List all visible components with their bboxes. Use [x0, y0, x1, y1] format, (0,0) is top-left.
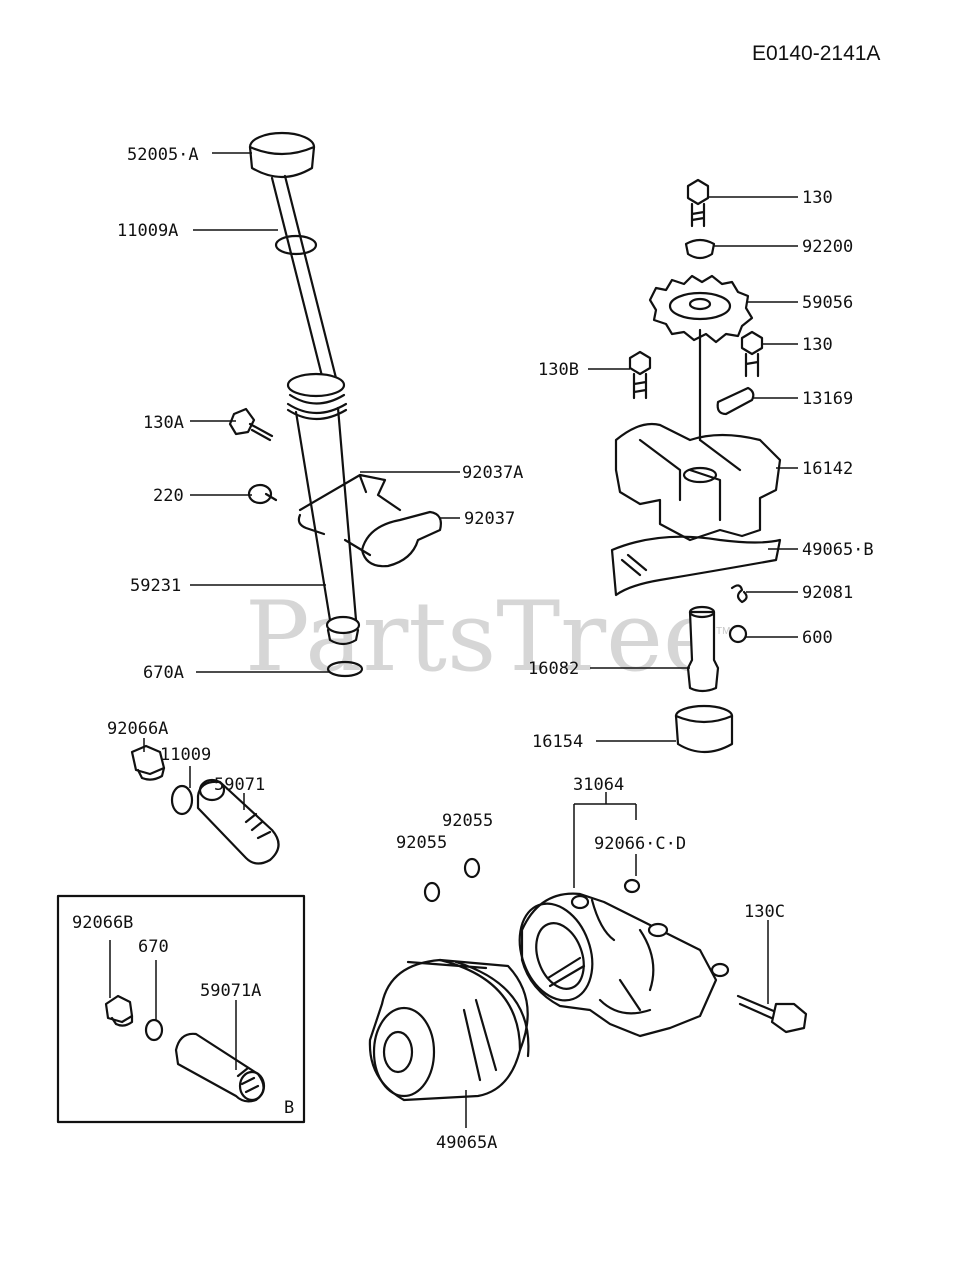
label-92037a: 92037A [462, 463, 523, 483]
label-130c: 130C [744, 902, 785, 922]
orings-92055 [423, 857, 481, 903]
label-220: 220 [153, 486, 184, 506]
inset-box-b [56, 894, 306, 1124]
label-92066b: 92066B [72, 913, 133, 933]
watermark: PartsTree [245, 581, 720, 693]
label-92081: 92081 [802, 583, 853, 603]
label-13169: 13169 [802, 389, 853, 409]
bolt-130A [228, 407, 274, 442]
label-670: 670 [138, 937, 169, 957]
inset-tag-b: B [284, 1098, 294, 1118]
label-92200: 92200 [802, 237, 853, 257]
part-labels: 52005·A 11009A 130A 92037A 220 92037 592… [72, 145, 874, 1153]
label-130b: 130B [538, 360, 579, 380]
label-130-mid: 130 [802, 335, 833, 355]
bolt-220 [247, 483, 278, 505]
label-16142: 16142 [802, 459, 853, 479]
label-600: 600 [802, 628, 833, 648]
label-52005-a: 52005·A [127, 145, 199, 165]
governor-assembly [610, 178, 782, 754]
label-92055-left: 92055 [396, 833, 447, 853]
diagram-code: E0140-2141A [752, 42, 880, 65]
label-59056: 59056 [802, 293, 853, 313]
watermark-tm: TM [716, 626, 730, 637]
leaders-left [190, 152, 460, 673]
leaders-plug [143, 738, 245, 810]
label-59231: 59231 [130, 576, 181, 596]
label-130a: 130A [143, 413, 184, 433]
plug-assembly [130, 744, 280, 865]
label-11009: 11009 [160, 745, 211, 765]
dipstick-assembly [228, 131, 442, 678]
leaders-right [588, 196, 798, 742]
label-670a: 670A [143, 663, 184, 683]
label-92055-right: 92055 [442, 811, 493, 831]
label-59071: 59071 [214, 775, 265, 795]
label-16154: 16154 [532, 732, 583, 752]
label-11009a: 11009A [117, 221, 178, 241]
label-49065-b: 49065·B [802, 540, 874, 560]
label-49065a: 49065A [436, 1133, 497, 1153]
label-92066-c-d: 92066·C·D [594, 834, 686, 854]
label-59071a: 59071A [200, 981, 261, 1001]
label-16082: 16082 [528, 659, 579, 679]
oil-filter [368, 958, 530, 1128]
oil-pump-housing [518, 792, 808, 1038]
label-31064: 31064 [573, 775, 624, 795]
label-92066a: 92066A [107, 719, 168, 739]
label-130-top: 130 [802, 188, 833, 208]
label-92037: 92037 [464, 509, 515, 529]
